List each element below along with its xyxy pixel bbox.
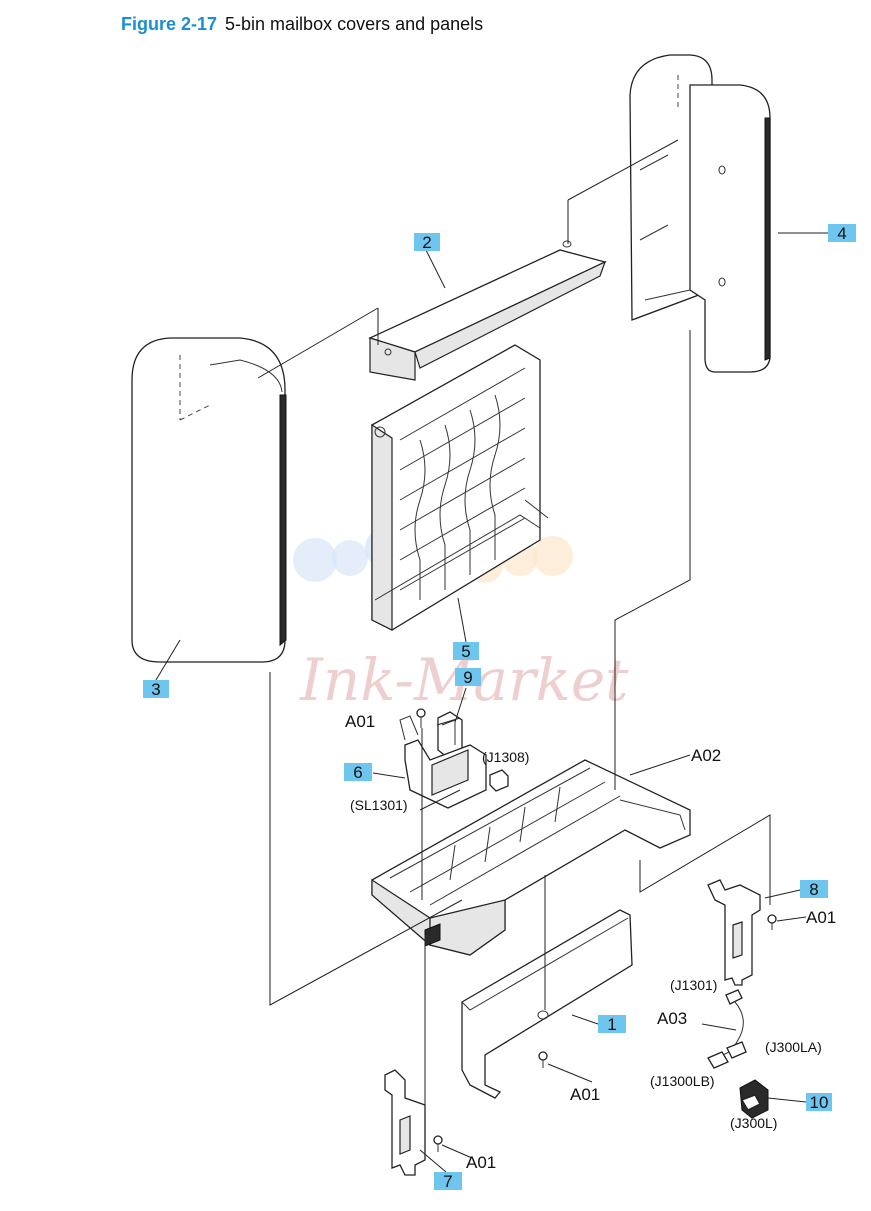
part-5-bin-frame	[371, 344, 549, 631]
callout-4: 4	[828, 224, 856, 243]
callout-3: 3	[143, 680, 169, 699]
leader-lines	[155, 232, 828, 1173]
callout-10: 10	[806, 1093, 832, 1112]
callout-3-number: 3	[151, 680, 160, 699]
callout-6-badge	[344, 763, 372, 781]
screw-a01	[767, 914, 777, 930]
figure-number: Figure 2-17	[121, 14, 218, 34]
assembly-lines	[257, 90, 771, 1105]
label-sl1301: (SL1301)	[350, 797, 408, 813]
part-7-bracket	[384, 1069, 426, 1176]
label-j1301: (J1301)	[670, 977, 717, 993]
label-a01: A01	[570, 1085, 600, 1104]
callout-8-badge	[800, 880, 828, 898]
label-j1300lb: (J1300LB)	[650, 1073, 715, 1089]
callout-7: 7	[434, 1172, 462, 1191]
callout-5-number: 5	[461, 642, 470, 661]
callout-9-number: 9	[463, 668, 472, 687]
part-10-sensor	[739, 1079, 769, 1119]
screw-a01	[538, 1051, 548, 1068]
part-4-right-cover	[629, 54, 771, 373]
callout-9: 9	[455, 668, 481, 687]
part-3-left-cover	[131, 337, 287, 663]
watermark-dot	[332, 540, 368, 576]
watermark-dot	[293, 538, 337, 582]
figure-caption: 5-bin mailbox covers and panels	[225, 14, 484, 34]
callout-4-number: 4	[837, 224, 846, 243]
label-a01: A01	[466, 1153, 496, 1172]
label-j300la: (J300LA)	[765, 1039, 822, 1055]
callout-7-number: 7	[443, 1172, 452, 1191]
callout-8-number: 8	[809, 880, 818, 899]
watermark-dot	[533, 536, 573, 576]
callout-6-number: 6	[353, 763, 362, 782]
part-2-top-cover	[368, 240, 607, 381]
callout-1-badge	[598, 1015, 626, 1033]
callout-1-number: 1	[607, 1015, 616, 1034]
callout-2-badge	[414, 233, 440, 251]
part-8-bracket	[707, 879, 761, 986]
callout-5: 5	[453, 642, 479, 661]
callout-6: 6	[344, 763, 372, 782]
screw-a01	[433, 1135, 443, 1152]
screw-a01	[416, 708, 426, 728]
label-j300l: (J300L)	[730, 1115, 777, 1131]
label-a01: A01	[345, 712, 375, 731]
callout-8: 8	[800, 880, 828, 899]
callout-2-number: 2	[422, 233, 431, 252]
callout-10-number: 10	[810, 1093, 829, 1112]
callout-3-badge	[143, 680, 169, 698]
callout-1: 1	[598, 1015, 626, 1034]
part-1-rear-panel	[461, 909, 633, 1099]
callout-5-badge	[453, 642, 479, 660]
part-6-solenoid	[399, 715, 509, 809]
label-a02: A02	[691, 746, 721, 765]
label-j1308: (J1308)	[482, 749, 529, 765]
part-a03-cable-harness	[707, 989, 747, 1069]
label-a03: A03	[657, 1009, 687, 1028]
callout-7-badge	[434, 1172, 462, 1190]
callout-2: 2	[414, 233, 440, 252]
callout-10-badge	[806, 1093, 832, 1111]
figure-title: Figure 2-17 5-bin mailbox covers and pane…	[121, 14, 483, 35]
label-a01: A01	[806, 908, 836, 927]
callout-4-badge	[828, 224, 856, 242]
callout-9-badge	[455, 668, 481, 686]
